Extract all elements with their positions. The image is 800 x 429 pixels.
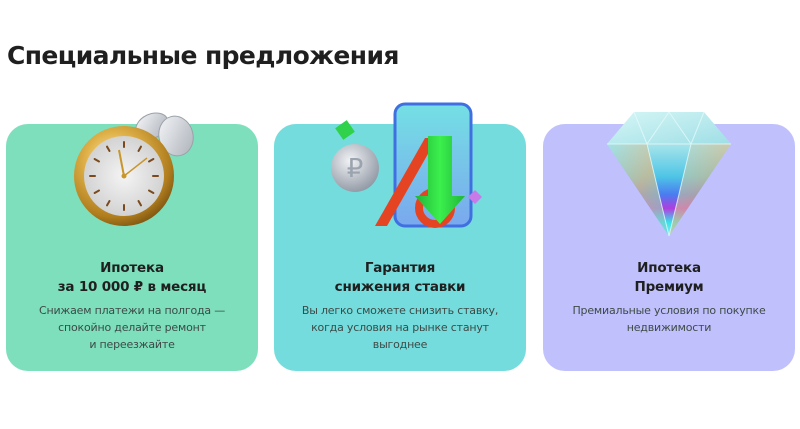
card-description: Снижаем платежи на полгода — спокойно де… xyxy=(16,302,248,353)
offer-card-mortgage-premium[interactable]: Ипотека Премиум Премиальные условия по п… xyxy=(543,111,795,371)
card-title-line: Ипотека xyxy=(637,260,701,276)
card-description-line: выгоднее xyxy=(372,338,428,351)
diamond-icon xyxy=(543,100,795,240)
card-description-line: когда условия на рынке станут xyxy=(311,321,489,334)
svg-text:₽: ₽ xyxy=(347,154,364,184)
card-description: Премиальные условия по покупке недвижимо… xyxy=(553,302,785,336)
card-description-line: Снижаем платежи на полгода — xyxy=(38,304,226,317)
card-description-line: недвижимости xyxy=(626,321,712,334)
card-title-line: за 10 000 ₽ в месяц xyxy=(57,279,207,295)
card-title-line: Премиум xyxy=(634,279,704,295)
page-title: Специальные предложения xyxy=(7,41,399,70)
card-description-line: Премиальные условия по покупке xyxy=(572,304,766,317)
rate-drop-percent-icon: ₽ xyxy=(274,100,526,240)
card-title-line: Ипотека xyxy=(100,260,164,276)
card-description: Вы легко сможете снизить ставку, когда у… xyxy=(284,302,516,353)
card-title-line: снижения ставки xyxy=(334,279,466,295)
card-title: Ипотека Премиум xyxy=(553,259,785,297)
card-description-line: Вы легко сможете снизить ставку, xyxy=(301,304,499,317)
card-description-line: и переезжайте xyxy=(89,338,175,351)
card-title: Гарантия снижения ставки xyxy=(284,259,516,297)
card-title: Ипотека за 10 000 ₽ в месяц xyxy=(16,259,248,297)
card-title-line: Гарантия xyxy=(364,260,436,276)
stopwatch-with-coins-icon xyxy=(6,100,258,240)
offer-card-mortgage-10000[interactable]: Ипотека за 10 000 ₽ в месяц Снижаем плат… xyxy=(6,112,258,371)
card-description-line: спокойно делайте ремонт xyxy=(58,321,206,334)
offer-card-rate-guarantee[interactable]: ₽ Гарантия снижения ставки Вы легко смож… xyxy=(274,102,526,371)
